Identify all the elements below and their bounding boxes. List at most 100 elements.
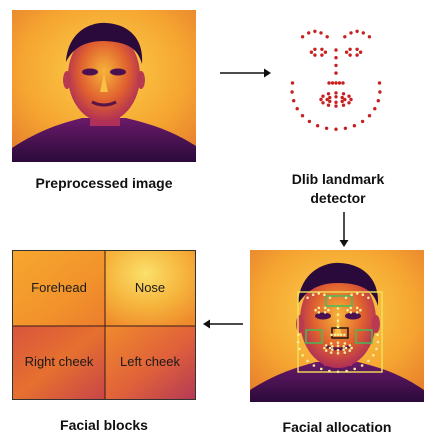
landmark-point: [334, 71, 337, 74]
allocation-landmark-point: [359, 309, 362, 312]
landmark-point: [349, 31, 352, 34]
landmark-point: [301, 114, 304, 117]
landmark-point: [321, 101, 324, 104]
landmark-point: [334, 91, 337, 94]
landmark-point: [359, 51, 362, 54]
allocation-landmark-point: [320, 368, 323, 371]
allocation-landmark-point: [329, 297, 332, 300]
landmark-point: [345, 51, 348, 54]
landmark-point: [292, 99, 295, 102]
allocation-landmark-point: [324, 307, 327, 310]
allocation-landmark-point: [345, 347, 348, 350]
allocation-landmark-point: [367, 360, 370, 363]
allocation-landmark-point: [306, 360, 309, 363]
landmark-point: [348, 48, 351, 51]
allocation-landmark-point: [344, 342, 347, 345]
allocation-landmark-point: [337, 326, 340, 329]
allocation-landmark-point: [337, 307, 340, 310]
landmark-point: [334, 95, 337, 98]
landmark-point: [334, 81, 337, 84]
allocation-landmark-point: [337, 345, 340, 348]
allocation-landmark-point: [330, 351, 333, 354]
allocation-landmark-point: [318, 311, 321, 314]
allocation-landmark-point: [377, 341, 380, 344]
landmark-point: [301, 35, 304, 38]
allocation-landmark-point: [349, 344, 352, 347]
landmark-point: [334, 101, 337, 104]
landmark-point: [355, 53, 358, 56]
arrow-down-icon: [338, 212, 350, 248]
allocation-landmark-point: [330, 342, 333, 345]
landmark-point: [291, 81, 294, 84]
allocation-landmark-point: [329, 347, 332, 350]
landmark-point: [326, 35, 329, 38]
allocation-landmark-point: [301, 354, 304, 357]
allocation-landmark-point: [344, 351, 347, 354]
allocation-landmark-point: [372, 354, 375, 357]
allocation-landmark-point: [375, 348, 378, 351]
landmark-point: [321, 95, 324, 98]
allocation-landmark-point: [356, 311, 359, 314]
arrow-right-icon: [220, 67, 272, 79]
allocation-landmark-point: [345, 297, 348, 300]
landmark-point: [327, 92, 330, 95]
allocation-landmark-point: [331, 348, 334, 351]
block-forehead: Forehead: [13, 277, 105, 297]
allocation-landmark-point: [376, 334, 379, 337]
blocks-caption: Facial blocks: [12, 416, 196, 435]
landmark-point: [361, 120, 364, 123]
landmark-point: [334, 64, 337, 67]
allocation-landmark-point: [306, 297, 309, 300]
landmark-point: [313, 30, 316, 33]
allocation-landmark-point: [337, 319, 340, 322]
landmark-point: [338, 81, 341, 84]
allocation-landmark-point: [353, 368, 356, 371]
allocation-landmark-point: [330, 334, 333, 337]
landmark-point: [347, 95, 350, 98]
allocation-landmark-point: [327, 309, 330, 312]
allocation-landmark-point: [356, 307, 359, 310]
landmark-point: [325, 127, 328, 130]
landmark-point: [334, 56, 337, 59]
landmark-point: [344, 127, 347, 130]
facial-blocks-grid: Forehead Nose Right cheek Left cheek: [12, 250, 196, 400]
landmark-point: [341, 100, 344, 103]
allocation-landmark-point: [342, 345, 345, 348]
landmark-point: [341, 81, 344, 84]
landmark-point: [353, 124, 356, 127]
allocation-landmark-point: [362, 293, 365, 296]
allocation-landmark-point: [331, 345, 334, 348]
allocation-landmark-point: [345, 370, 348, 373]
landmark-point: [334, 104, 337, 107]
landmark-point: [290, 90, 293, 93]
preprocessed-image: [12, 10, 196, 162]
allocation-landmark-point: [350, 293, 353, 296]
allocation-landmark-point: [325, 344, 328, 347]
landmark-point: [377, 99, 380, 102]
allocation-landmark-point: [298, 348, 301, 351]
landmark-point: [378, 90, 381, 93]
landmark-point: [347, 101, 350, 104]
landmark-point: [308, 120, 311, 123]
landmark-point: [343, 35, 346, 38]
allocation-landmark-point: [297, 341, 300, 344]
landmark-point: [328, 96, 331, 99]
allocation-landmark-point: [356, 292, 359, 295]
landmark-point: [307, 31, 310, 34]
allocation-landmark-point: [297, 334, 300, 337]
allocation-landmark-point: [350, 307, 353, 310]
allocation-landmark-point: [312, 293, 315, 296]
landmark-point: [319, 31, 322, 34]
allocation-landmark-point: [328, 370, 331, 373]
landmark-point: [355, 48, 358, 51]
allocation-landmark-point: [361, 364, 364, 367]
allocation-landmark-point: [337, 352, 340, 355]
allocation-landmark-point: [337, 334, 340, 337]
landmark-point: [331, 81, 334, 84]
landmark-point: [349, 98, 352, 101]
allocation-landmark-point: [337, 341, 340, 344]
landmark-point: [320, 48, 323, 51]
landmark-point: [334, 128, 337, 131]
allocation-landmark-point: [318, 292, 321, 295]
landmark-point: [316, 124, 319, 127]
